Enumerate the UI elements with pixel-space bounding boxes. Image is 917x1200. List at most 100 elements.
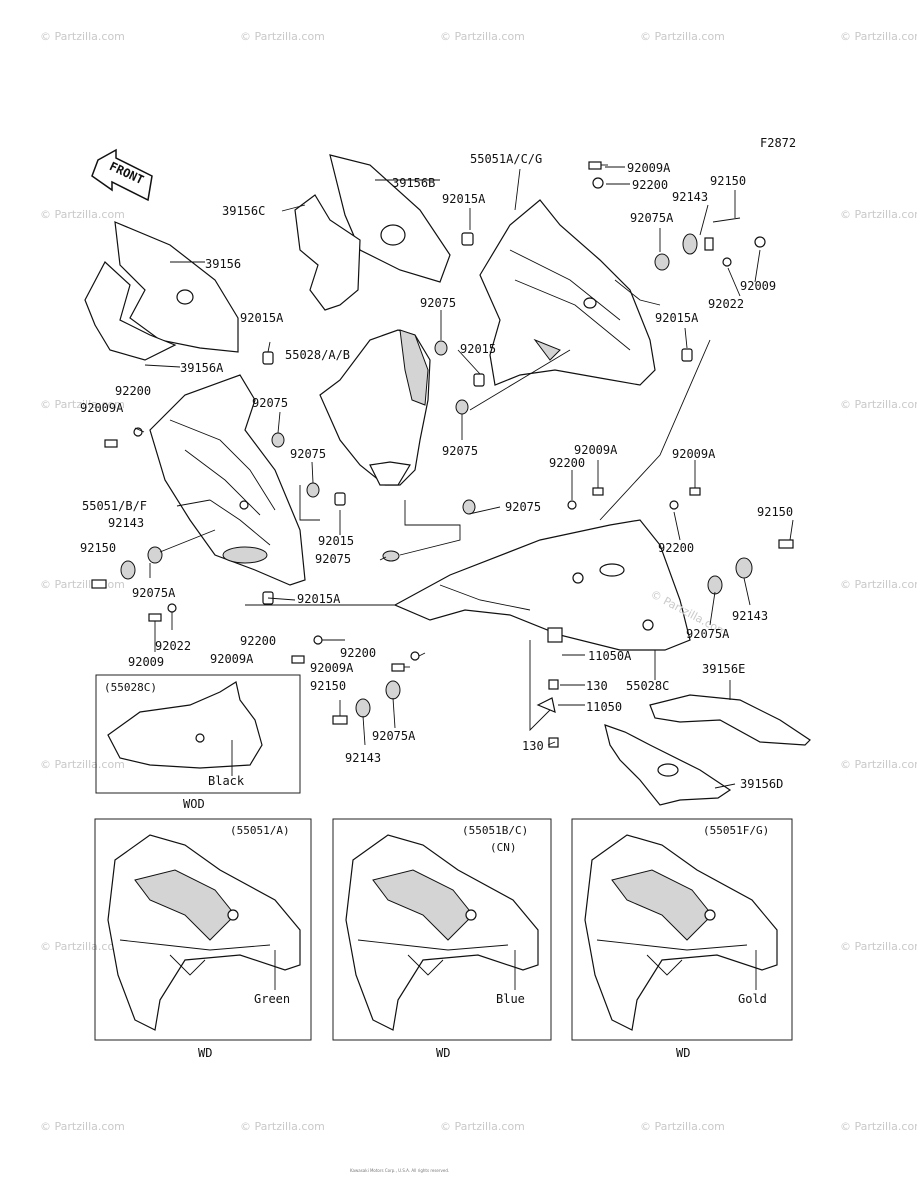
part-label: 92015 <box>460 342 496 356</box>
part-label: 92075A <box>372 729 416 743</box>
side-cowl-variant <box>345 834 539 1031</box>
upper-cowl-center <box>319 329 431 486</box>
inset-wod: (55028C) Black WOD <box>95 674 301 811</box>
part-label: 92015A <box>297 592 341 606</box>
part-label: 39156 <box>205 257 241 271</box>
watermark: © Partzilla.com <box>840 398 917 411</box>
watermark: © Partzilla.com <box>440 1120 525 1133</box>
variant-caption: WD <box>676 1046 690 1060</box>
part-label: 92200 <box>240 634 276 648</box>
part-label: 92143 <box>672 190 708 204</box>
part-label: 92015A <box>240 311 284 325</box>
part-label: 130 <box>522 739 544 753</box>
part-label: 92075A <box>132 586 176 600</box>
watermark: © Partzilla.com <box>840 208 917 221</box>
watermark: © Partzilla.com <box>840 578 917 591</box>
side-cowl-variant <box>107 834 301 1031</box>
part-label: 11050A <box>588 649 632 663</box>
part-label: 92075 <box>252 396 288 410</box>
watermark: © Partzilla.com <box>40 758 125 771</box>
watermark: © Partzilla.com <box>40 578 125 591</box>
part-label: 92075A <box>686 627 730 641</box>
part-label: 92075 <box>315 552 351 566</box>
variant-box-1: (55051/A) Green WD <box>94 818 312 1060</box>
watermark: © Partzilla.com <box>240 30 325 43</box>
leader-lines <box>134 166 794 789</box>
inner-panel-39156 <box>114 221 239 353</box>
watermark: © Partzilla.com <box>40 30 125 43</box>
part-label: 39156A <box>180 361 224 375</box>
part-label: 92143 <box>345 751 381 765</box>
part-label: 92009A <box>310 661 354 675</box>
part-label: 92075 <box>420 296 456 310</box>
watermark: © Partzilla.com <box>440 30 525 43</box>
variant-caption: WD <box>436 1046 450 1060</box>
part-label: 92200 <box>115 384 151 398</box>
part-label: 92009 <box>128 655 164 669</box>
watermark: © Partzilla.com <box>40 398 125 411</box>
part-label: 92009A <box>672 447 716 461</box>
part-label: 92015 <box>318 534 354 548</box>
part-label: 92022 <box>155 639 191 653</box>
watermark: © Partzilla.com <box>40 940 125 953</box>
front-arrow-icon: FRONT <box>91 148 153 202</box>
watermark: © Partzilla.com <box>240 1120 325 1133</box>
part-label: 92150 <box>80 541 116 555</box>
part-label: 11050 <box>586 700 622 714</box>
side-cowl-left <box>149 374 306 586</box>
watermark-layer: © Partzilla.com © Partzilla.com © Partzi… <box>40 30 917 1133</box>
side-cowl-variant <box>584 834 778 1031</box>
part-label: 55028/A/B <box>285 348 350 362</box>
variant-title: (55051B/C) <box>462 824 528 837</box>
inner-panel-39156D <box>604 724 732 806</box>
part-label: 92143 <box>732 609 768 623</box>
color-label: Black <box>208 774 245 788</box>
part-label: 130 <box>586 679 608 693</box>
part-label: 55028C <box>626 679 669 693</box>
watermark: © Partzilla.com <box>640 30 725 43</box>
watermark: © Partzilla.com <box>40 208 125 221</box>
inset-caption: WOD <box>183 797 205 811</box>
part-label: 55051A/C/G <box>470 152 542 166</box>
part-label: 92075 <box>290 447 326 461</box>
part-label: 92200 <box>549 456 585 470</box>
variant-frame <box>94 818 312 1041</box>
variant-subtitle: (CN) <box>490 841 517 854</box>
part-label: 92200 <box>658 541 694 555</box>
part-label: 92200 <box>632 178 668 192</box>
part-label: 92143 <box>108 516 144 530</box>
color-label: Green <box>254 992 290 1006</box>
part-label: 92150 <box>757 505 793 519</box>
variant-title: (55051/A) <box>230 824 290 837</box>
side-cowl-right <box>479 199 656 386</box>
watermark: © Partzilla.com <box>640 1120 725 1133</box>
assembly-lines <box>245 279 711 732</box>
variant-caption: WD <box>198 1046 212 1060</box>
watermark: © Partzilla.com <box>840 940 917 953</box>
part-label: 92200 <box>340 646 376 660</box>
part-label: 92150 <box>710 174 746 188</box>
part-label: 39156B <box>392 176 435 190</box>
part-label: 92075A <box>630 211 674 225</box>
variant-box-3: (55051F/G) Gold WD <box>571 818 793 1060</box>
inset-title: (55028C) <box>104 681 157 694</box>
inner-panel-39156A <box>84 261 177 361</box>
part-label: 92009A <box>574 443 618 457</box>
watermark: © Partzilla.com <box>40 1120 125 1133</box>
part-label: 92009A <box>80 401 124 415</box>
part-label: 39156D <box>740 777 783 791</box>
watermark: © Partzilla.com <box>840 758 917 771</box>
watermark: © Partzilla.com <box>840 1120 917 1133</box>
figure-code: F2872 <box>760 136 796 150</box>
part-label: 92015A <box>655 311 699 325</box>
inner-panel-39156E <box>649 694 811 746</box>
copyright-footer: Kawasaki Motors Corp., U.S.A. All rights… <box>350 1168 449 1173</box>
variant-frame <box>571 818 793 1041</box>
variant-title: (55051F/G) <box>703 824 769 837</box>
variant-frame <box>332 818 552 1041</box>
part-label: 92075 <box>442 444 478 458</box>
part-label: 92009 <box>740 279 776 293</box>
part-label: 55051/B/F <box>82 499 147 513</box>
color-label: Gold <box>738 992 767 1006</box>
